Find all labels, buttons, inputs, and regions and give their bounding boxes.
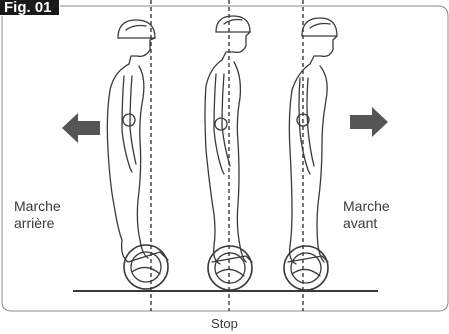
frame-border <box>2 6 448 311</box>
label-left-line2: arrière <box>14 215 61 232</box>
figure-tag: Fig. 01 <box>0 0 59 15</box>
rider-leaning-back <box>107 20 168 289</box>
rider-leaning-forward <box>284 18 337 290</box>
arrow-right-icon <box>350 107 388 137</box>
label-left-line1: Marche <box>14 198 61 215</box>
label-right-line2: avant <box>343 215 390 232</box>
label-marche-arriere: Marche arrière <box>14 198 61 232</box>
label-marche-avant: Marche avant <box>343 198 390 232</box>
label-stop: Stop <box>0 316 449 331</box>
figure-frame: Fig. 01 Marche arrière Marche avant <box>0 0 449 312</box>
label-right-line1: Marche <box>343 198 390 215</box>
arrow-left-icon <box>62 113 100 143</box>
